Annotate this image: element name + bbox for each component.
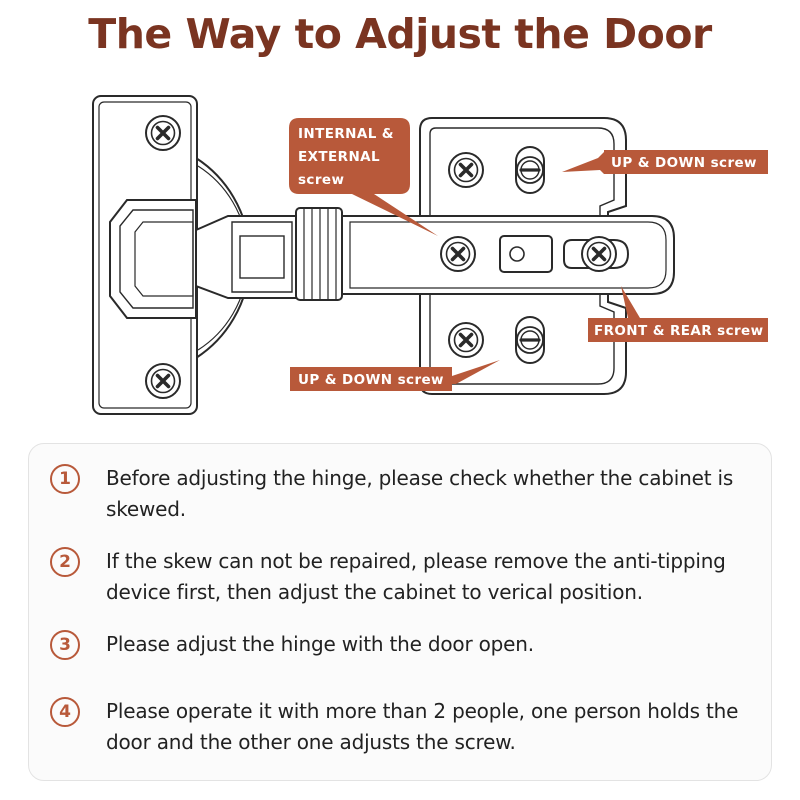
plate-screw-bottom-icon: [447, 321, 485, 359]
front-rear-screw-icon: [580, 235, 618, 273]
cup-screw-top-icon: [144, 114, 182, 152]
step-3-number: 3: [50, 630, 80, 660]
step-2-text: If the skew can not be repaired, please …: [106, 549, 726, 604]
step-1: 1 Before adjusting the hinge, please che…: [50, 463, 761, 525]
page-title: The Way to Adjust the Door: [88, 10, 712, 58]
plate-screw-top-icon: [447, 151, 485, 189]
up-down-cam-top-icon: [514, 145, 546, 195]
step-4-number: 4: [50, 697, 80, 727]
step-3-text: Please adjust the hinge with the door op…: [106, 632, 534, 656]
step-1-text: Before adjusting the hinge, please check…: [106, 466, 734, 521]
up-down-bottom-text: UP & DOWN screw: [298, 372, 444, 388]
hinge-cup-plate: [92, 95, 251, 415]
hinge-arm: [341, 215, 675, 295]
label-front-rear: FRONT & REAR screw: [588, 286, 768, 342]
internal-external-screw-icon: [439, 235, 477, 273]
internal-external-line2: EXTERNAL: [298, 149, 380, 165]
cup-screw-bottom-icon: [144, 362, 182, 400]
label-internal-external: INTERNAL & EXTERNAL screw: [289, 118, 438, 236]
front-rear-text: FRONT & REAR screw: [594, 323, 763, 339]
step-4: 4 Please operate it with more than 2 peo…: [50, 696, 761, 758]
step-4-text: Please operate it with more than 2 peopl…: [106, 699, 739, 754]
label-up-down-top: UP & DOWN screw: [562, 150, 768, 174]
hinge-diagram: INTERNAL & EXTERNAL screw UP & DOWN scre…: [92, 95, 768, 415]
step-1-number: 1: [50, 464, 80, 494]
internal-external-line1: INTERNAL &: [298, 126, 394, 142]
internal-external-line3: screw: [298, 172, 344, 188]
up-down-cam-bottom-icon: [514, 315, 546, 365]
step-3: 3 Please adjust the hinge with the door …: [50, 629, 761, 660]
up-down-top-text: UP & DOWN screw: [611, 155, 757, 171]
label-up-down-bottom: UP & DOWN screw: [290, 360, 500, 391]
hinge-joint: [195, 207, 343, 301]
instructions-panel: [28, 443, 772, 781]
step-2-number: 2: [50, 547, 80, 577]
step-2: 2 If the skew can not be repaired, pleas…: [50, 546, 761, 608]
